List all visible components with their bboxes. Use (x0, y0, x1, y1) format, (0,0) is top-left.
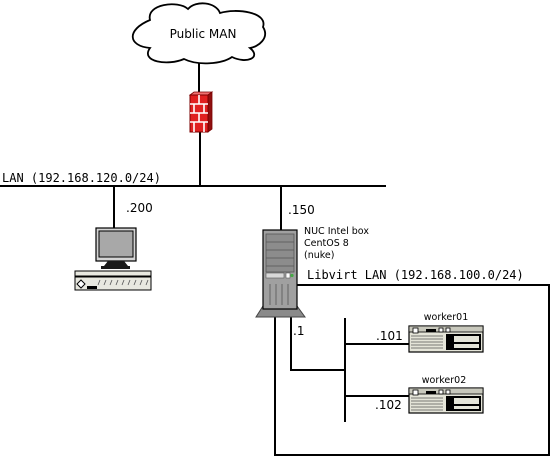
worker01-ip: .101 (376, 329, 403, 343)
worker01-name: worker01 (424, 312, 469, 323)
worker02-rack-server-icon (408, 387, 484, 414)
cloud-icon (131, 2, 266, 65)
workstation-ip: .200 (126, 201, 153, 215)
worker02-ip: .102 (375, 398, 402, 412)
libvirt-lan-box (274, 284, 550, 456)
worker01-rack-server-icon (408, 325, 484, 353)
connections (0, 62, 550, 456)
cloud-label: Public MAN (170, 27, 237, 41)
libvirt-gateway-ip: .1 (293, 324, 304, 338)
firewall-icon (188, 91, 214, 133)
host-line3: (nuke) (304, 250, 334, 261)
desktop-computer-icon (74, 227, 152, 291)
host-libvirt-link (290, 317, 345, 371)
lan-label: LAN (192.168.120.0/24) (2, 171, 161, 185)
tower-server-icon (255, 229, 306, 318)
host-line2: CentOS 8 (304, 238, 349, 249)
worker02-name: worker02 (422, 375, 467, 386)
host-ip: .150 (288, 203, 315, 217)
host-line1: NUC Intel box (304, 226, 369, 237)
libvirt-label: Libvirt LAN (192.168.100.0/24) (307, 268, 524, 282)
